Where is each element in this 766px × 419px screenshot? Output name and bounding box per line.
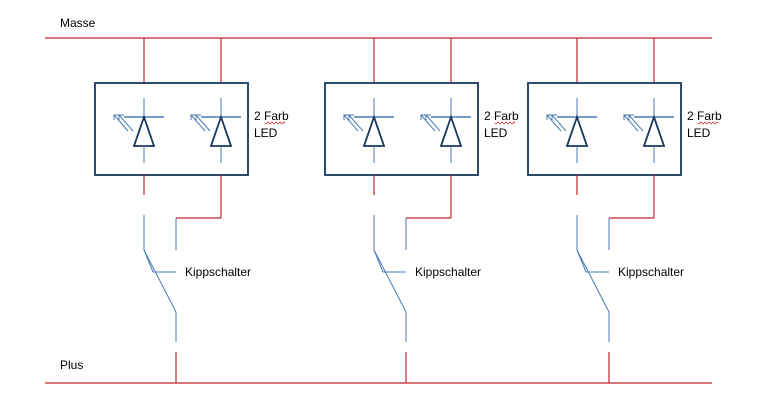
led-label-line1: 2 Farb (484, 109, 519, 123)
led-housing-box (94, 82, 249, 176)
arrowhead-icon (623, 114, 629, 120)
diode-left-icon (565, 114, 589, 147)
diode-right-icon (439, 114, 463, 147)
arrowhead-icon (420, 114, 426, 120)
ground-rail-label: Masse (60, 16, 96, 30)
led-label-line2: LED (484, 126, 508, 140)
light-arrow-icon (623, 114, 639, 132)
light-arrow-icon (113, 114, 129, 132)
light-arrow-icon (425, 114, 441, 132)
arrowhead-icon (546, 114, 552, 120)
arrowhead-icon (118, 114, 124, 120)
led-housing-box (527, 82, 682, 176)
light-arrow-icon (551, 114, 567, 132)
switch-label: Kippschalter (185, 265, 251, 279)
light-arrow-icon (118, 114, 134, 132)
diode-left-icon (132, 114, 156, 147)
led-label-line1: 2 Farb (687, 109, 722, 123)
light-arrow-icon (348, 114, 364, 132)
diode-left-icon (362, 114, 386, 147)
led-label-line1: 2 Farb (254, 109, 289, 123)
plus-rail-label: Plus (60, 358, 83, 372)
diode-right-icon (642, 114, 666, 147)
arrowhead-icon (190, 114, 196, 120)
led-housing-box (324, 82, 479, 176)
switch-label: Kippschalter (415, 265, 481, 279)
light-arrow-icon (420, 114, 436, 132)
light-arrow-icon (628, 114, 644, 132)
light-arrow-icon (190, 114, 206, 132)
diode-right-icon (209, 114, 233, 147)
arrowhead-icon (425, 114, 431, 120)
arrowhead-icon (551, 114, 557, 120)
arrowhead-icon (195, 114, 201, 120)
switch-lever (143, 249, 177, 313)
light-arrow-icon (195, 114, 211, 132)
switch-lever (373, 249, 407, 313)
switch-lever (576, 249, 610, 313)
switch-label: Kippschalter (618, 265, 684, 279)
light-arrow-icon (343, 114, 359, 132)
spellcheck-underline (264, 121, 286, 125)
spellcheck-underline (494, 121, 516, 125)
led-label-line2: LED (254, 126, 278, 140)
arrowhead-icon (113, 114, 119, 120)
arrowhead-icon (348, 114, 354, 120)
arrowhead-icon (628, 114, 634, 120)
spellcheck-underline (697, 121, 719, 125)
led-label-line2: LED (687, 126, 711, 140)
arrowhead-icon (343, 114, 349, 120)
light-arrow-icon (546, 114, 562, 132)
